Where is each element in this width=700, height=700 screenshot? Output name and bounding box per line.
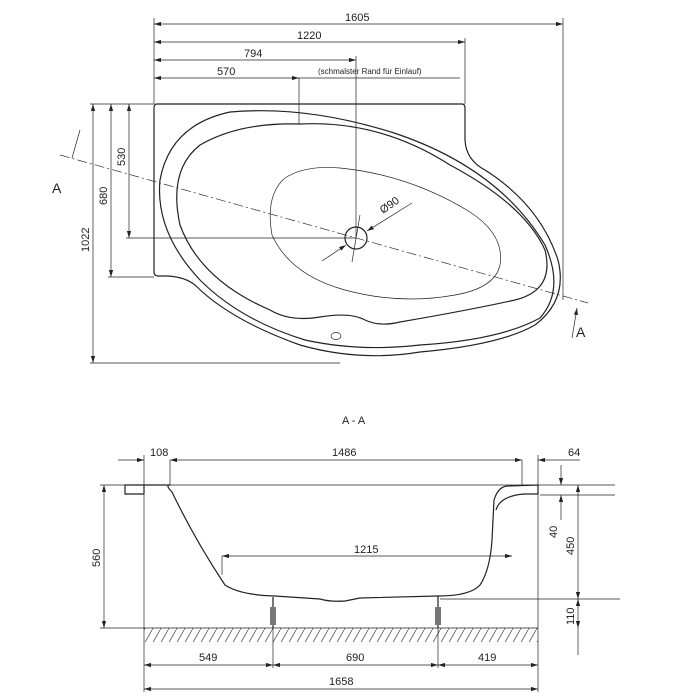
rim-left: [124, 485, 144, 495]
section-axis-line: [59, 154, 589, 304]
dim-deck-width: 680: [98, 187, 110, 205]
floor-hatch: [144, 628, 538, 642]
dim-drain-diameter: Ø90: [378, 195, 402, 217]
dim-total-height: 560: [91, 549, 103, 567]
dim-drain-y: 530: [116, 148, 128, 166]
dim-foot-left: 549: [199, 652, 217, 664]
dim-foot-right: 419: [478, 652, 496, 664]
dim-section-overall-length: 1658: [329, 676, 353, 688]
dim-left-rim: 108: [150, 447, 168, 459]
top-view: A A Ø90 1605 1220 794 570 (schmalster Ra…: [52, 12, 589, 364]
section-marker-right: [571, 307, 578, 339]
narrow-rim-note: (schmalster Rand für Einlauf): [318, 67, 422, 76]
dim-narrow-rim-x: 570: [217, 66, 235, 78]
section-title: A - A: [342, 415, 366, 427]
dim-right-rim: 64: [568, 447, 580, 459]
tub-basin-outline: [176, 123, 548, 325]
dim-depth: 450: [565, 537, 577, 555]
dim-foot-span: 690: [346, 652, 364, 664]
tub-section-profile: [125, 484, 539, 602]
section-marker-left: [71, 129, 81, 159]
section-view: A - A 108 1486 64 1215 560: [91, 415, 620, 692]
dim-rim-thickness: 40: [548, 526, 560, 538]
foot-right: [435, 596, 441, 628]
tub-outer-outline: [153, 103, 561, 357]
dim-drain-x: 794: [244, 48, 262, 60]
foot-left: [270, 597, 276, 628]
tub-floor-outline: [269, 167, 501, 300]
section-label-right: A: [576, 324, 586, 340]
dim-inner-length: 1486: [332, 447, 356, 459]
dim-overall-width: 1022: [80, 228, 92, 252]
dim-deck-length: 1220: [297, 30, 321, 42]
dim-feet-height: 110: [565, 607, 577, 625]
dim-floor-length: 1215: [354, 544, 378, 556]
section-label-left: A: [52, 180, 62, 196]
overflow-hole: [330, 332, 342, 340]
dim-overall-length: 1605: [345, 12, 369, 24]
tub-rim-inner-outline: [158, 110, 555, 349]
